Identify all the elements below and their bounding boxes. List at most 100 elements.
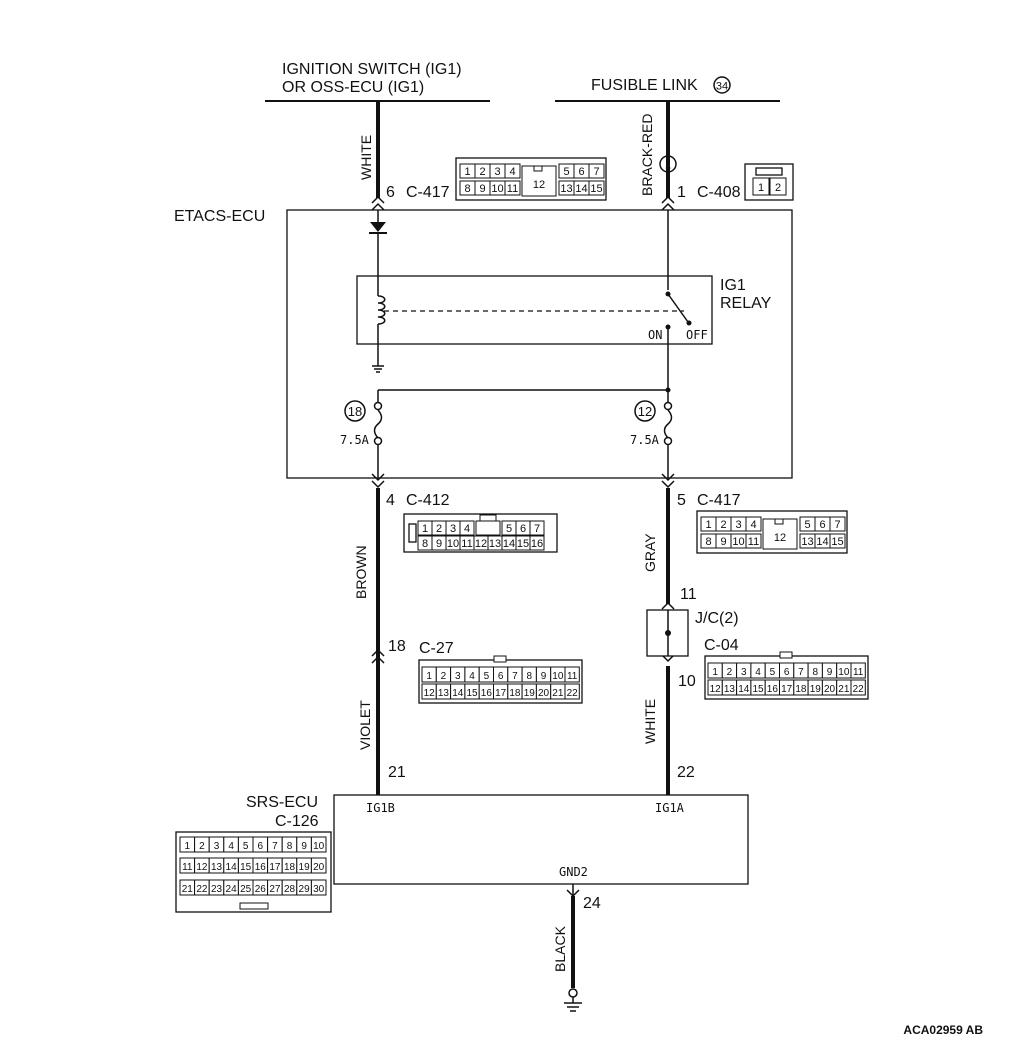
connector-c126-label: C-126	[275, 813, 319, 830]
c417-top-pin-label: 13	[560, 183, 572, 195]
fuse-12-number: 12	[638, 404, 652, 419]
c04-pin-label: 8	[812, 667, 818, 678]
c27-pin-label: 22	[567, 688, 579, 699]
ig1-relay-label-1: IG1	[720, 277, 746, 294]
c126-pin-label: 18	[284, 862, 296, 873]
oss-ecu-label: OR OSS-ECU (IG1)	[282, 79, 424, 96]
c412-pin-label: 3	[450, 523, 456, 535]
c126-pin-label: 15	[240, 862, 252, 873]
c417-mid-center-pin: 12	[774, 532, 786, 544]
connector-c417-mid-label: C-417	[697, 492, 741, 509]
connector-c417-top-label: C-417	[406, 184, 450, 201]
c417-top-pin-label: 5	[563, 166, 569, 178]
c412-pin-label: 9	[436, 538, 442, 550]
fuse-12-number-circle	[634, 400, 656, 422]
c04-pin-label: 10	[838, 667, 850, 678]
c412-pin-label: 15	[517, 538, 529, 550]
c126-pin-label: 20	[313, 862, 325, 873]
c126-cell	[310, 836, 327, 853]
c417-mid-pin-label: 14	[816, 536, 828, 548]
c04-pin-label: 5	[770, 667, 776, 678]
c417-top-pin-label: 8	[464, 183, 470, 195]
c412-pin-label: 11	[461, 538, 472, 550]
c417-mid-cell	[745, 516, 762, 532]
fuse-18-number: 18	[348, 404, 362, 419]
c412-pin-label: 10	[447, 538, 459, 550]
c126-pin-label: 2	[199, 841, 205, 852]
fusible-link-number-circle	[713, 76, 731, 94]
c417-mid-cell	[829, 533, 846, 549]
pin-4: 4	[386, 492, 395, 509]
c126-pin-label: 24	[226, 884, 238, 895]
c126-pin-label: 21	[182, 884, 194, 895]
c412-cell	[459, 520, 475, 536]
wire-color-black: BLACK	[552, 925, 568, 972]
ground-icon	[564, 988, 582, 1012]
c04-pin-label: 2	[727, 667, 733, 678]
c126-pin-label: 12	[196, 862, 208, 873]
c27-pin-label: 21	[552, 688, 564, 699]
srs-ecu-label: SRS-ECU	[246, 794, 318, 811]
c417-mid-pin-label: 3	[735, 519, 741, 531]
c126-pin-label: 30	[313, 884, 325, 895]
wire-color-white-top: WHITE	[358, 135, 374, 180]
wire-color-white-bottom: WHITE	[642, 699, 658, 744]
pin-11: 11	[680, 586, 697, 603]
connector-c04-label: C-04	[704, 637, 739, 654]
inline-marker-number: 1	[665, 160, 671, 172]
coil-ground-icon	[372, 365, 384, 373]
ig1-relay-box	[356, 275, 713, 345]
pin-21: 21	[388, 764, 406, 781]
c417-mid-pin-label: 8	[705, 536, 711, 548]
relay-on-label: ON	[648, 328, 662, 342]
c412-cell	[529, 535, 545, 551]
c27-pin-label: 16	[481, 688, 493, 699]
c04-pin-label: 4	[755, 667, 761, 678]
c126-pin-label: 9	[301, 841, 307, 852]
pin-22: 22	[677, 764, 695, 781]
connector-c408-label: C-408	[697, 184, 741, 201]
c27-pin-label: 3	[455, 671, 461, 682]
c412-cell	[529, 520, 545, 536]
c417-mid-pin-label: 10	[732, 536, 744, 548]
diode-icon	[370, 222, 386, 232]
c27-pin-label: 4	[469, 671, 475, 682]
c417-mid-pin-label: 13	[801, 536, 813, 548]
relay-off-label: OFF	[686, 328, 708, 342]
figure-id: ACA02959 AB	[903, 1023, 983, 1037]
c126-pin-label: 13	[211, 862, 223, 873]
c417-mid-pin-label: 1	[705, 519, 711, 531]
ig1-relay-label-2: RELAY	[720, 295, 772, 312]
c04-cell	[850, 662, 866, 679]
c417-top-pin-label: 10	[491, 183, 503, 195]
c408-pin-2: 2	[775, 182, 781, 194]
wire-color-brown: BROWN	[353, 545, 369, 599]
c04-pin-label: 17	[781, 684, 793, 695]
srs-ecu-box	[333, 794, 749, 885]
c126-pin-label: 29	[299, 884, 311, 895]
c412-pin-label: 1	[422, 523, 428, 535]
pin-5: 5	[677, 492, 686, 509]
c04-pin-label: 12	[710, 684, 722, 695]
c412-pin-label: 12	[475, 538, 487, 550]
c417-top-pin-label: 7	[593, 166, 599, 178]
fuse-12-terminal-bottom	[663, 436, 673, 446]
c126-pin-label: 17	[269, 862, 281, 873]
c126-pin-label: 10	[313, 841, 325, 852]
fuse-12-rating: 7.5A	[630, 433, 660, 447]
c126-pin-label: 23	[211, 884, 223, 895]
c412-pin-label: 16	[531, 538, 543, 550]
c126-pin-label: 11	[182, 862, 193, 873]
c412-pin-label: 2	[436, 523, 442, 535]
c27-pin-label: 1	[426, 671, 432, 682]
connector-c27-label: C-27	[419, 640, 454, 657]
c417-top-cell	[504, 180, 521, 196]
c04-pin-label: 20	[824, 684, 836, 695]
c04-cell	[850, 679, 866, 696]
c27-pin-label: 19	[524, 688, 536, 699]
c126-pin-label: 22	[196, 884, 208, 895]
